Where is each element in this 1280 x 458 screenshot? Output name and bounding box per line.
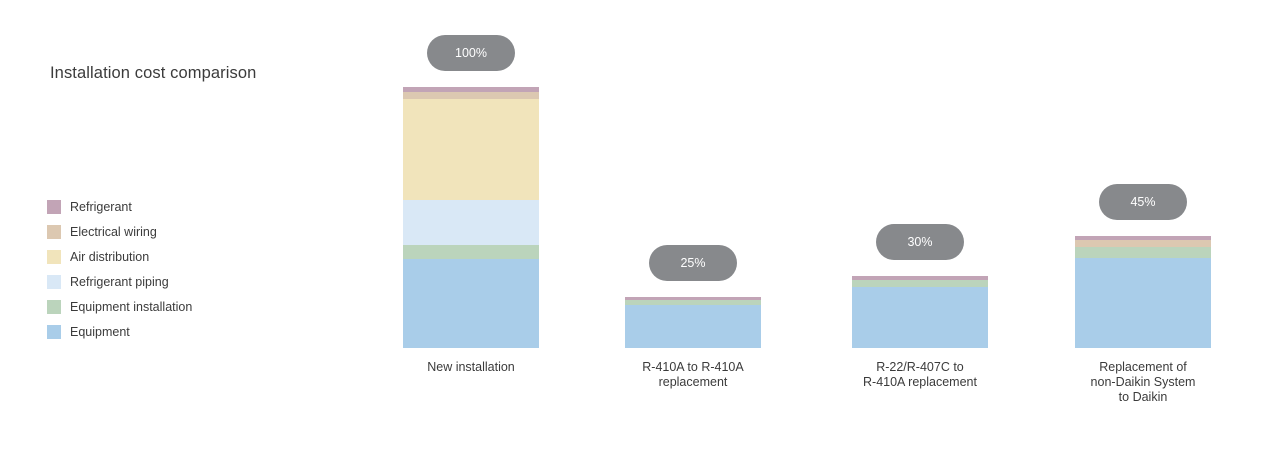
bar-category-label: R-410A to R-410A replacement bbox=[642, 360, 744, 389]
bar-segment bbox=[625, 299, 761, 305]
percentage-badge: 100% bbox=[427, 35, 515, 71]
bar-category-label: New installation bbox=[427, 360, 515, 374]
bar-segment bbox=[852, 286, 988, 348]
bar-segment bbox=[1075, 239, 1211, 247]
legend-swatch bbox=[47, 325, 61, 339]
bar-segment bbox=[403, 92, 539, 100]
bar-segment bbox=[852, 275, 988, 280]
legend-label: Equipment installation bbox=[70, 300, 193, 314]
percentage-badge: 25% bbox=[649, 245, 737, 282]
legend-item: Equipment installation bbox=[47, 300, 192, 314]
bar-segment bbox=[403, 99, 539, 201]
bar-segment bbox=[852, 279, 988, 287]
bar-segment bbox=[1075, 257, 1211, 348]
bar-category-label: R-22/R-407C to R-410A replacement bbox=[863, 360, 977, 389]
legend-label: Air distribution bbox=[70, 250, 150, 264]
bar-segment bbox=[403, 259, 539, 348]
stacked-bar bbox=[625, 297, 761, 348]
bar-segment bbox=[625, 297, 761, 300]
percentage-badge: 45% bbox=[1099, 184, 1187, 221]
legend-swatch bbox=[47, 200, 61, 214]
legend-label: Refrigerant bbox=[70, 200, 132, 214]
legend-item: Refrigerant piping bbox=[47, 275, 192, 289]
bar-segment bbox=[625, 304, 761, 348]
legend-swatch bbox=[47, 225, 61, 239]
legend-item: Equipment bbox=[47, 325, 192, 339]
stacked-bar bbox=[1075, 236, 1211, 348]
legend-swatch bbox=[47, 275, 61, 289]
bar-segment bbox=[403, 87, 539, 93]
legend-swatch bbox=[47, 300, 61, 314]
chart-title: Installation cost comparison bbox=[50, 64, 257, 82]
legend-item: Electrical wiring bbox=[47, 225, 192, 239]
bar-segment bbox=[1075, 246, 1211, 258]
stacked-bar bbox=[852, 275, 988, 348]
legend-label: Electrical wiring bbox=[70, 225, 157, 239]
bar-segment bbox=[1075, 236, 1211, 240]
legend-item: Refrigerant bbox=[47, 200, 192, 214]
legend-swatch bbox=[47, 250, 61, 264]
legend-label: Refrigerant piping bbox=[70, 275, 169, 289]
legend-item: Air distribution bbox=[47, 250, 192, 264]
bar-segment bbox=[403, 200, 539, 246]
stacked-bar bbox=[403, 87, 539, 348]
percentage-badge: 30% bbox=[876, 223, 964, 260]
bar-segment bbox=[403, 245, 539, 260]
legend-label: Equipment bbox=[70, 325, 130, 339]
bar-category-label: Replacement of non-Daikin System to Daik… bbox=[1090, 360, 1196, 404]
